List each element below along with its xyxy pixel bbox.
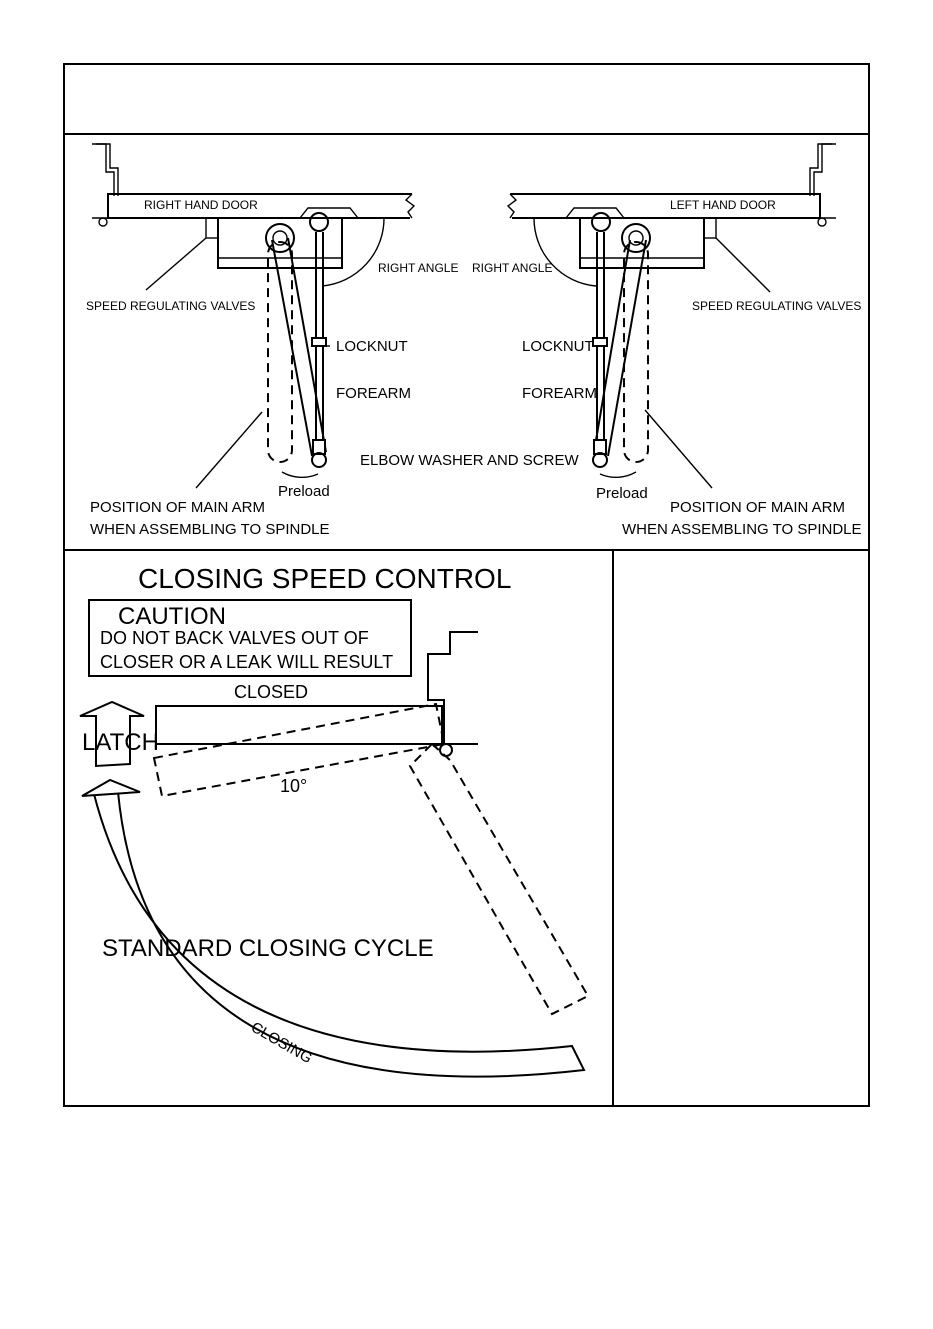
locknut-label-left: LOCKNUT	[336, 338, 408, 355]
closing-speed-diagram: CLOSING SPEED CONTROL CAUTION DO NOT BAC…	[79, 563, 590, 1078]
caution-line-2: CLOSER OR A LEAK WILL RESULT	[100, 652, 393, 672]
right-angle-label-right: RIGHT ANGLE	[472, 261, 552, 275]
right-angle-label-left: RIGHT ANGLE	[378, 261, 458, 275]
caution-line-1: DO NOT BACK VALVES OUT OF	[100, 628, 369, 648]
elbow-washer-label: ELBOW WASHER AND SCREW	[360, 452, 579, 469]
speed-valves-label-right: SPEED REGULATING VALVES	[692, 299, 861, 313]
forearm-label-right: FOREARM	[522, 385, 597, 402]
speed-valves-label-left: SPEED REGULATING VALVES	[86, 299, 255, 313]
caution-title: CAUTION	[118, 603, 226, 630]
right-hand-door-drawing	[92, 143, 416, 489]
closed-label: CLOSED	[234, 682, 308, 702]
latch-label: LATCH	[82, 729, 159, 756]
main-arm-label-left-line2: WHEN ASSEMBLING TO SPINDLE	[90, 521, 330, 538]
closing-arrow-head	[81, 778, 141, 797]
closing-arc-band	[92, 790, 586, 1078]
latch-arrow	[79, 700, 145, 768]
right-hand-door-label: RIGHT HAND DOOR	[144, 198, 258, 212]
closing-speed-title: CLOSING SPEED CONTROL	[138, 563, 511, 594]
closed-door	[155, 705, 443, 745]
caution-box	[88, 599, 412, 677]
hinge-pivot	[439, 743, 453, 757]
left-hand-door-drawing	[506, 143, 836, 489]
left-hand-door-label: LEFT HAND DOOR	[670, 198, 776, 212]
standard-cycle-label: STANDARD CLOSING CYCLE	[102, 935, 434, 962]
preload-label-left: Preload	[278, 483, 330, 500]
preload-label-right: Preload	[596, 485, 648, 502]
top-diagram-labels: RIGHT HAND DOOR LEFT HAND DOOR SPEED REG…	[86, 198, 862, 538]
ten-degree-label: 10°	[280, 776, 307, 796]
locknut-label-right: LOCKNUT	[522, 338, 594, 355]
figure-frame	[63, 63, 870, 1107]
main-arm-label-right-line1: POSITION OF MAIN ARM	[670, 499, 845, 516]
main-arm-label-right-line2: WHEN ASSEMBLING TO SPINDLE	[622, 521, 862, 538]
open-door-position	[408, 742, 590, 1016]
door-frame-outline	[427, 631, 478, 745]
main-arm-label-left-line1: POSITION OF MAIN ARM	[90, 499, 265, 516]
forearm-label-left: FOREARM	[336, 385, 411, 402]
